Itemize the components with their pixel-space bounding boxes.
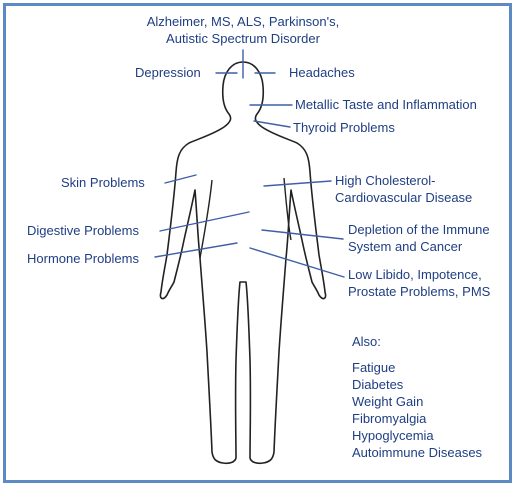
right-arm-inner-line xyxy=(283,177,292,241)
label-neuro-line-2: Autistic Spectrum Disorder xyxy=(166,31,320,46)
also-item: Weight Gain xyxy=(352,394,424,409)
leader-thyroid xyxy=(253,120,291,128)
diagram-frame xyxy=(3,3,512,483)
leader-libido xyxy=(249,247,345,278)
label-digestive: Digestive Problems xyxy=(27,223,139,238)
also-item: Fatigue xyxy=(352,360,396,375)
leader-digestive xyxy=(159,211,250,232)
also-list: Fatigue Diabetes Weight Gain Fibromyalgi… xyxy=(352,359,482,461)
also-item: Hypoglycemia xyxy=(352,428,434,443)
leader-cholesterol xyxy=(263,180,332,187)
label-hormone: Hormone Problems xyxy=(27,251,139,266)
label-skin: Skin Problems xyxy=(61,175,145,190)
label-metallic-taste: Metallic Taste and Inflammation xyxy=(295,97,477,112)
label-immune-line-2: System and Cancer xyxy=(348,239,463,254)
label-depression: Depression xyxy=(135,65,201,80)
label-cholesterol-line-1: High Cholesterol- xyxy=(335,173,436,188)
label-immune-line-1: Depletion of the Immune xyxy=(348,222,490,237)
also-heading: Also: xyxy=(352,334,381,349)
also-item: Diabetes xyxy=(352,377,404,392)
also-item: Autoimmune Diseases xyxy=(352,445,483,460)
leader-hormone xyxy=(154,242,238,258)
label-neurological-disorders: Alzheimer, MS, ALS, Parkinson's, Autisti… xyxy=(140,13,346,47)
label-immune: Depletion of the Immune System and Cance… xyxy=(348,221,490,255)
label-libido-line-2: Prostate Problems, PMS xyxy=(348,284,491,299)
left-arm-inner-line xyxy=(199,179,213,259)
label-libido: Low Libido, Impotence, Prostate Problems… xyxy=(348,266,490,300)
label-cholesterol: High Cholesterol- Cardiovascular Disease xyxy=(335,172,472,206)
leader-skin xyxy=(164,174,197,184)
also-item: Fibromyalgia xyxy=(352,411,427,426)
label-cholesterol-line-2: Cardiovascular Disease xyxy=(335,190,473,205)
body-outline xyxy=(159,61,327,465)
label-headaches: Headaches xyxy=(289,65,355,80)
label-thyroid: Thyroid Problems xyxy=(293,120,395,135)
also-section: Also: Fatigue Diabetes Weight Gain Fibro… xyxy=(352,333,482,461)
label-neuro-line-1: Alzheimer, MS, ALS, Parkinson's, xyxy=(146,14,340,29)
leader-immune xyxy=(261,229,344,240)
label-libido-line-1: Low Libido, Impotence, xyxy=(348,267,482,282)
